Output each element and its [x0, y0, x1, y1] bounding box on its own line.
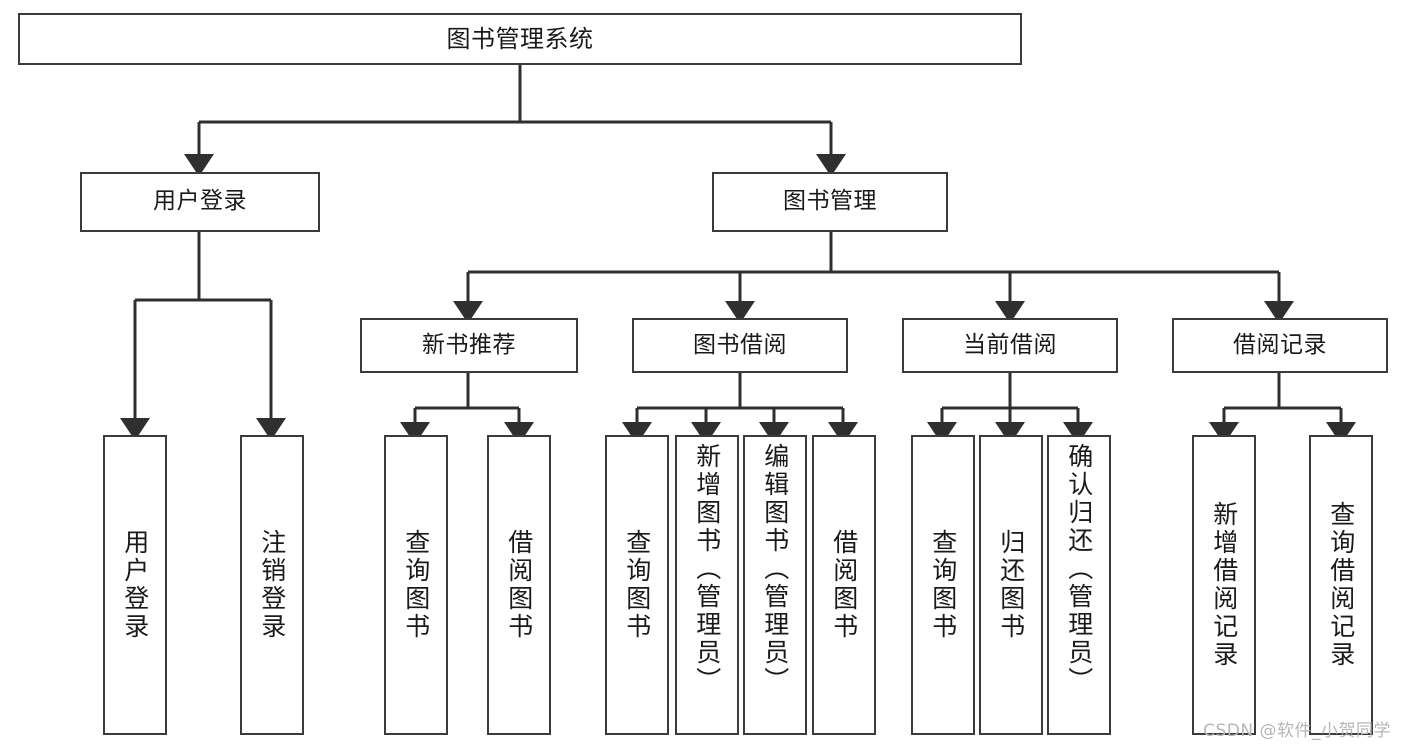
node-root-book-management-system[interactable]: 图书管理系统 — [18, 13, 1022, 65]
node-borrow-record[interactable]: 借阅记录 — [1172, 318, 1388, 373]
node-label: 查询图书 — [928, 529, 958, 641]
node-label: 新书推荐 — [422, 331, 516, 358]
leaf-current-borrow-confirm-return-admin[interactable]: 确认归还（管理员） — [1047, 435, 1111, 735]
leaf-borrow-record-query-record[interactable]: 查询借阅记录 — [1309, 435, 1373, 735]
node-label: 编辑图书（管理员） — [760, 443, 790, 695]
node-label: 查询图书 — [622, 529, 652, 641]
node-label: 注销登录 — [257, 529, 287, 641]
node-label: 查询借阅记录 — [1326, 501, 1356, 669]
node-book-borrow[interactable]: 图书借阅 — [632, 318, 848, 373]
watermark-text: CSDN @软件_小贺同学 — [1203, 721, 1391, 741]
node-label: 查询图书 — [401, 529, 431, 641]
node-label: 用户登录 — [153, 188, 247, 215]
leaf-book-borrow-borrow-book[interactable]: 借阅图书 — [812, 435, 876, 735]
node-label: 当前借阅 — [963, 331, 1057, 358]
node-new-book-recommend[interactable]: 新书推荐 — [360, 318, 578, 373]
leaf-book-borrow-query-book[interactable]: 查询图书 — [605, 435, 669, 735]
leaf-user-login-logout[interactable]: 注销登录 — [240, 435, 304, 735]
leaf-current-borrow-return-book[interactable]: 归还图书 — [979, 435, 1043, 735]
node-label: 确认归还（管理员） — [1064, 443, 1094, 695]
node-book-management[interactable]: 图书管理 — [712, 172, 948, 232]
leaf-new-book-borrow-book[interactable]: 借阅图书 — [487, 435, 551, 735]
node-label: 归还图书 — [996, 529, 1026, 641]
node-label: 借阅记录 — [1233, 331, 1327, 358]
leaf-borrow-record-add-record[interactable]: 新增借阅记录 — [1192, 435, 1256, 735]
leaf-user-login-login[interactable]: 用户登录 — [103, 435, 167, 735]
leaf-book-borrow-add-book-admin[interactable]: 新增图书（管理员） — [675, 435, 739, 735]
leaf-new-book-query-book[interactable]: 查询图书 — [384, 435, 448, 735]
node-current-borrow[interactable]: 当前借阅 — [902, 318, 1118, 373]
leaf-book-borrow-edit-book-admin[interactable]: 编辑图书（管理员） — [743, 435, 807, 735]
node-label: 借阅图书 — [504, 529, 534, 641]
node-label: 图书管理 — [783, 188, 877, 215]
node-label: 图书借阅 — [693, 331, 787, 358]
node-label: 借阅图书 — [829, 529, 859, 641]
leaf-current-borrow-query-book[interactable]: 查询图书 — [911, 435, 975, 735]
node-user-login[interactable]: 用户登录 — [80, 172, 320, 232]
node-label: 新增图书（管理员） — [692, 443, 722, 695]
node-label: 用户登录 — [120, 529, 150, 641]
node-label: 图书管理系统 — [446, 24, 594, 53]
node-label: 新增借阅记录 — [1209, 501, 1239, 669]
